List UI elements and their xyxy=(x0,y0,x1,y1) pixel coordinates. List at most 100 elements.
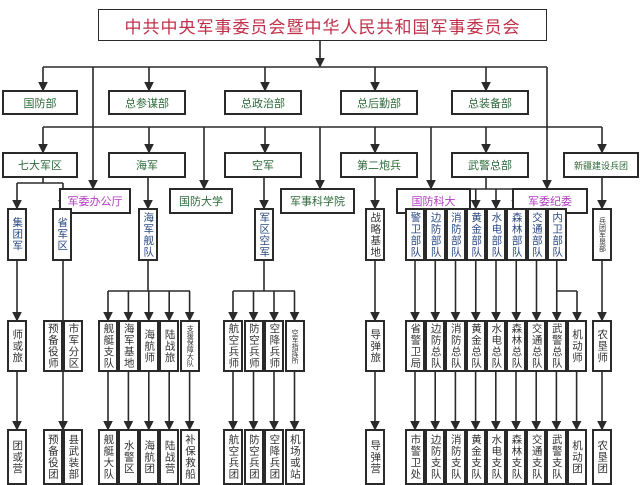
unit-box-level4-label: 农垦师 xyxy=(596,328,609,364)
unit-box-level3: 军区空军 xyxy=(254,208,274,261)
unit-box-level5-label: 水电支队 xyxy=(490,434,503,480)
unit-box-level3: 森林部队 xyxy=(506,208,527,261)
unit-box-level3: 内卫部队 xyxy=(546,208,567,261)
department-box: 总装备部 xyxy=(451,90,529,115)
unit-box-level5: 水电支队 xyxy=(485,429,507,485)
unit-box-level3-label: 兵团军垦部 xyxy=(598,217,607,252)
unit-box-level4-label: 预备役师 xyxy=(46,323,59,369)
unit-box-level4: 水电总队 xyxy=(485,320,507,372)
unit-box-level4: 农垦师 xyxy=(592,320,612,372)
unit-box-level5: 空降兵团 xyxy=(264,429,285,485)
department-box: 总参谋部 xyxy=(108,90,186,115)
unit-box-level5: 黄金支队 xyxy=(465,429,486,485)
unit-box-level4: 海军基地 xyxy=(118,320,139,372)
unit-box-level4-label: 空降兵师 xyxy=(268,323,281,369)
service-box: 武警总部 xyxy=(451,152,529,178)
unit-box-level3-label: 森林部队 xyxy=(510,211,523,258)
unit-box-level5-label: 补保救船 xyxy=(184,434,196,480)
service-box: 七大军区 xyxy=(2,152,78,178)
unit-box-level3-label: 警卫部队 xyxy=(409,211,422,258)
unit-box-level4-label: 师或旅 xyxy=(11,328,24,364)
department-box-label: 总装备部 xyxy=(468,96,512,110)
unit-box-level4: 陆战旅 xyxy=(159,320,180,372)
unit-box-level5-label: 消防支队 xyxy=(449,434,462,480)
unit-box-level3: 消防部队 xyxy=(445,208,466,261)
unit-box-level5: 消防支队 xyxy=(445,429,466,485)
unit-box-level3: 水电部队 xyxy=(486,208,507,261)
unit-box-level3-label: 海军舰队 xyxy=(142,211,155,258)
unit-box-level5-label: 海航团 xyxy=(143,439,156,475)
unit-box-level4: 空军指挥所 xyxy=(284,320,305,372)
service-box: 空军 xyxy=(224,152,302,178)
unit-box-level5-label: 武警支队 xyxy=(550,434,563,480)
unit-box-level5: 补保救船 xyxy=(179,429,200,485)
unit-box-level4: 航空兵师 xyxy=(223,320,244,372)
institution-box-label: 国防科大 xyxy=(411,195,456,208)
unit-box-level5-label: 团或营 xyxy=(11,439,24,475)
unit-box-level4: 机动师 xyxy=(566,320,587,372)
unit-box-level4: 交通总队 xyxy=(526,320,547,372)
unit-box-level4-label: 黄金总队 xyxy=(470,323,482,369)
unit-box-level4: 森林总队 xyxy=(506,320,527,372)
unit-box-level4-label: 航空兵师 xyxy=(227,323,240,369)
unit-box-level4: 导弹旅 xyxy=(365,320,385,372)
service-box: 第二炮兵 xyxy=(340,152,418,178)
unit-box-level5-label: 水警区 xyxy=(122,439,135,475)
unit-box-level3-label: 交通部队 xyxy=(530,211,543,258)
unit-box-level4: 海航师 xyxy=(138,320,160,372)
unit-box-level4-label: 陆战旅 xyxy=(163,328,176,364)
department-box: 国防部 xyxy=(2,90,78,115)
unit-box-level4-label: 交通总队 xyxy=(530,323,543,369)
unit-box-level3-label: 战略基地 xyxy=(369,211,382,258)
unit-box-level4: 预备役师 xyxy=(42,320,63,372)
unit-box-level5-label: 陆战营 xyxy=(163,439,176,475)
unit-box-level4: 师或旅 xyxy=(7,320,27,372)
unit-box-level3-label: 集团军 xyxy=(11,217,24,252)
institution-box-label: 国防大学 xyxy=(179,195,223,208)
institution-box: 军事科学院 xyxy=(280,188,355,214)
unit-box-level4-label: 森林总队 xyxy=(510,323,523,369)
unit-box-level3: 交通部队 xyxy=(526,208,547,261)
unit-box-level5: 交通支队 xyxy=(526,429,547,485)
unit-box-level5-label: 航空兵团 xyxy=(227,434,240,480)
unit-box-level5: 机动团 xyxy=(566,429,587,485)
unit-box-level4: 市军分区 xyxy=(63,320,84,372)
org-root-title: 中共中央军事委员会暨中华人民共和国军事委员会 xyxy=(98,9,547,41)
unit-box-level5: 航空兵团 xyxy=(223,429,244,485)
unit-box-level5-label: 机场或站 xyxy=(288,434,301,480)
unit-box-level4-label: 机动师 xyxy=(571,328,583,364)
unit-box-level5: 县武装部 xyxy=(63,429,84,485)
service-box-label: 七大军区 xyxy=(18,159,62,172)
unit-box-level3: 海军舰队 xyxy=(138,208,158,261)
unit-box-level3-label: 军区空军 xyxy=(258,211,271,258)
unit-box-level4: 舰艇支队 xyxy=(98,320,119,372)
unit-box-level4: 武警总队 xyxy=(546,320,567,372)
unit-box-level4-label: 水电总队 xyxy=(490,323,503,369)
unit-box-level3: 兵团军垦部 xyxy=(592,208,612,261)
department-box: 总后勤部 xyxy=(340,90,418,115)
unit-box-level5: 武警支队 xyxy=(546,429,567,485)
unit-box-level3-label: 消防部队 xyxy=(449,211,462,258)
unit-box-level5: 舰艇大队 xyxy=(98,429,119,485)
unit-box-level3-label: 水电部队 xyxy=(490,211,503,258)
unit-box-level4: 支援保障大队 xyxy=(179,320,200,372)
service-box-label: 新疆建设兵团 xyxy=(573,161,628,172)
unit-box-level5-label: 交通支队 xyxy=(530,434,543,480)
department-box-label: 总政治部 xyxy=(241,96,285,110)
service-box: 新疆建设兵团 xyxy=(563,152,639,178)
unit-box-level3: 战略基地 xyxy=(365,208,385,261)
unit-box-level5: 导弹营 xyxy=(365,429,385,485)
unit-box-level5: 海航团 xyxy=(138,429,160,485)
unit-box-level3-label: 内卫部队 xyxy=(551,211,564,258)
unit-box-level3-label: 省军区 xyxy=(56,217,69,252)
department-box-label: 总参谋部 xyxy=(125,96,169,110)
unit-box-level4-label: 海军基地 xyxy=(122,323,135,369)
unit-box-level5: 边防支队 xyxy=(425,429,446,485)
service-box-label: 武警总部 xyxy=(468,159,512,172)
unit-box-level5-label: 空降兵团 xyxy=(268,434,281,480)
institution-box-label: 军事科学院 xyxy=(290,195,345,208)
unit-box-level5-label: 农垦团 xyxy=(596,439,609,475)
unit-box-level5: 团或营 xyxy=(7,429,27,485)
institution-box: 国防大学 xyxy=(169,188,233,214)
unit-box-level3: 集团军 xyxy=(7,208,27,261)
